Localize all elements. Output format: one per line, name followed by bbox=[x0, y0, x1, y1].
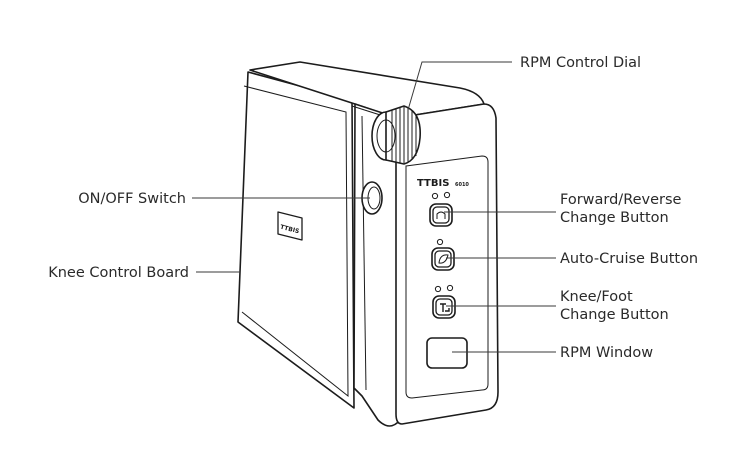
side-brand-text: TTBIS bbox=[279, 224, 300, 235]
cruise-icon bbox=[438, 254, 449, 264]
front-brand: TTBIS 6010 bbox=[417, 178, 469, 189]
rpm-control-dial[interactable] bbox=[371, 105, 421, 165]
label-auto-cruise: Auto-Cruise Button bbox=[560, 251, 698, 267]
front-brand-text: TTBIS bbox=[417, 178, 449, 189]
leader-lines bbox=[192, 61, 556, 353]
label-on-off-switch: ON/OFF Switch bbox=[78, 191, 186, 207]
label-rpm-control-dial: RPM Control Dial bbox=[520, 55, 641, 71]
forward-reverse-button[interactable] bbox=[429, 191, 453, 227]
front-brand-suffix: 6010 bbox=[455, 182, 469, 188]
label-knee-foot-1: Knee/Foot bbox=[560, 289, 633, 305]
knee-control-board bbox=[237, 71, 355, 409]
leader-rpm-dial bbox=[407, 61, 512, 111]
label-forward-reverse-2: Change Button bbox=[560, 210, 669, 226]
rpm-window bbox=[426, 337, 468, 369]
label-rpm-window: RPM Window bbox=[560, 345, 653, 361]
knee-foot-button[interactable] bbox=[432, 284, 456, 319]
label-forward-reverse-1: Forward/Reverse bbox=[560, 192, 682, 208]
label-knee-foot-2: Change Button bbox=[560, 307, 669, 323]
auto-cruise-button[interactable] bbox=[431, 238, 455, 271]
side-brand-plate: TTBIS bbox=[277, 211, 303, 241]
knee-foot-icon bbox=[440, 303, 450, 312]
forward-reverse-icon bbox=[436, 211, 446, 219]
label-knee-control-board: Knee Control Board bbox=[48, 265, 189, 281]
on-off-switch[interactable] bbox=[361, 181, 383, 215]
